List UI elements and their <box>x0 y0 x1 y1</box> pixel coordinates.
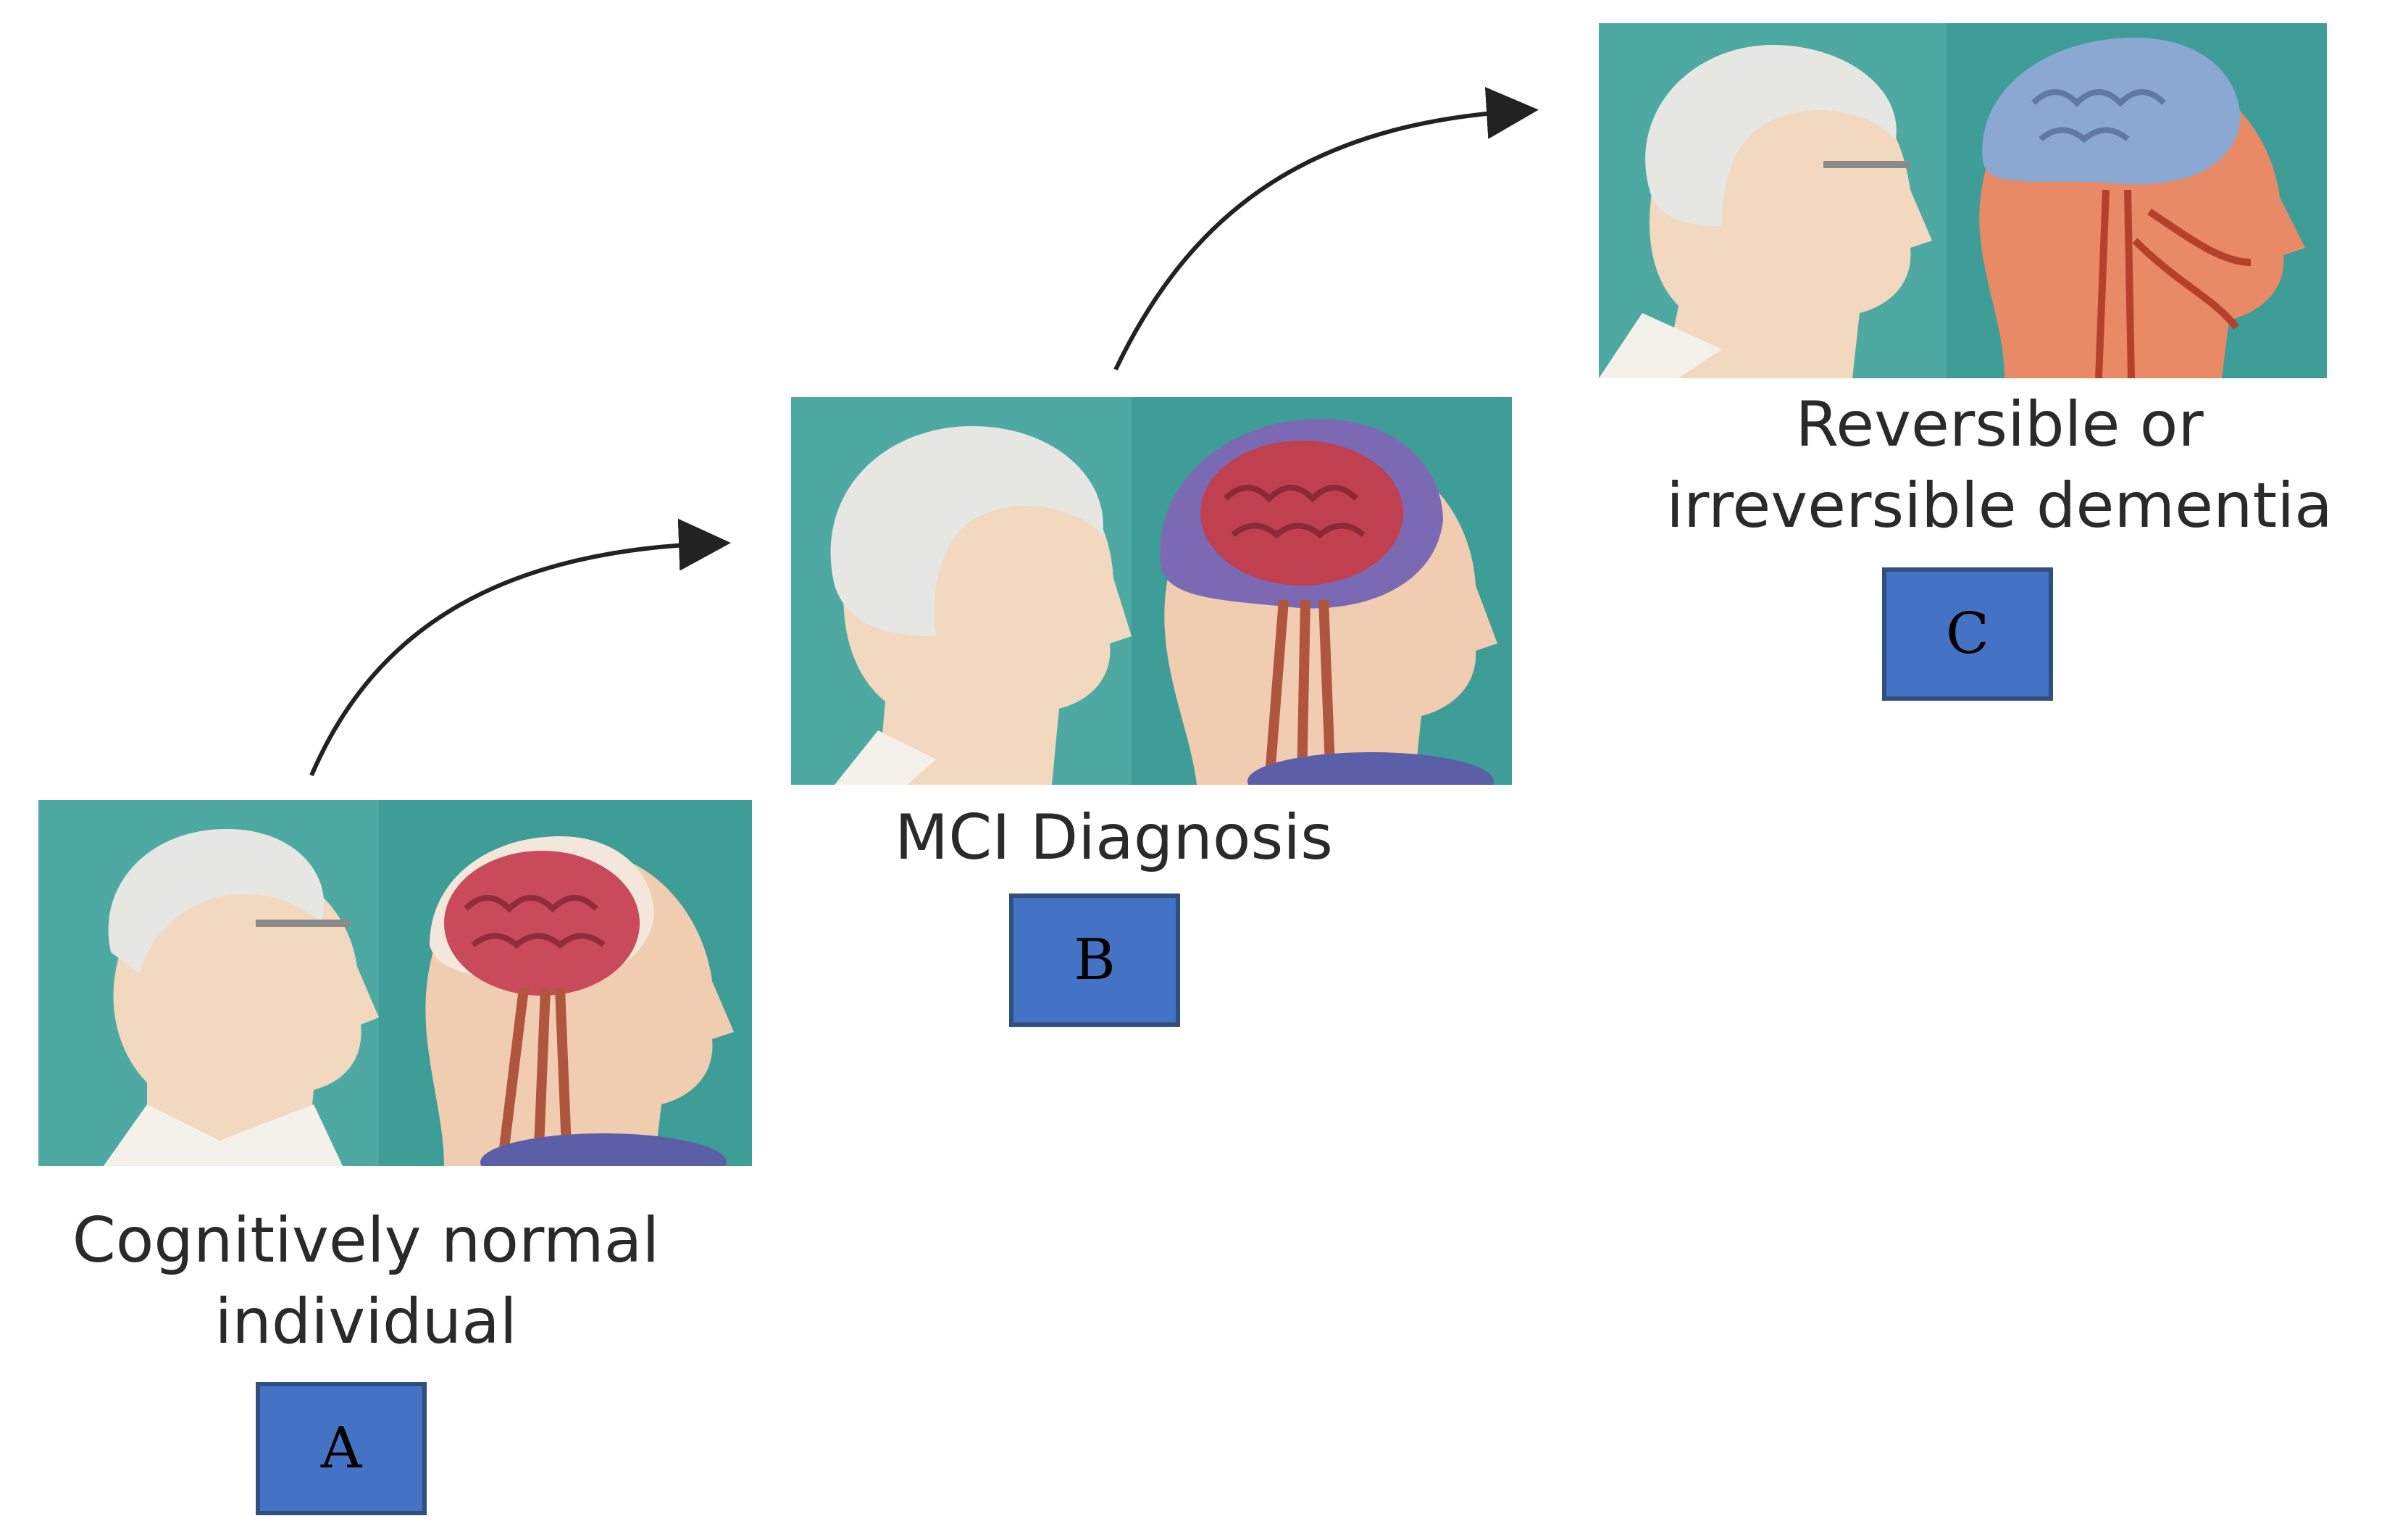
stage-c-label: C <box>1882 567 2053 701</box>
stage-a-caption: Cognitively normal individual <box>72 1204 660 1358</box>
stage-b-illustration <box>791 397 1512 785</box>
stage-a-illustration <box>38 800 752 1166</box>
stage-a-label: A <box>256 1382 427 1515</box>
arrow-a-to-b <box>309 518 731 777</box>
stage-b-label: B <box>1009 893 1180 1027</box>
stage-c-caption: Reversible or irreversible dementia <box>1666 388 2333 542</box>
stage-b-caption: MCI Diagnosis <box>895 801 1333 874</box>
stage-c-illustration <box>1599 23 2327 378</box>
arrow-b-to-c <box>1113 86 1539 371</box>
